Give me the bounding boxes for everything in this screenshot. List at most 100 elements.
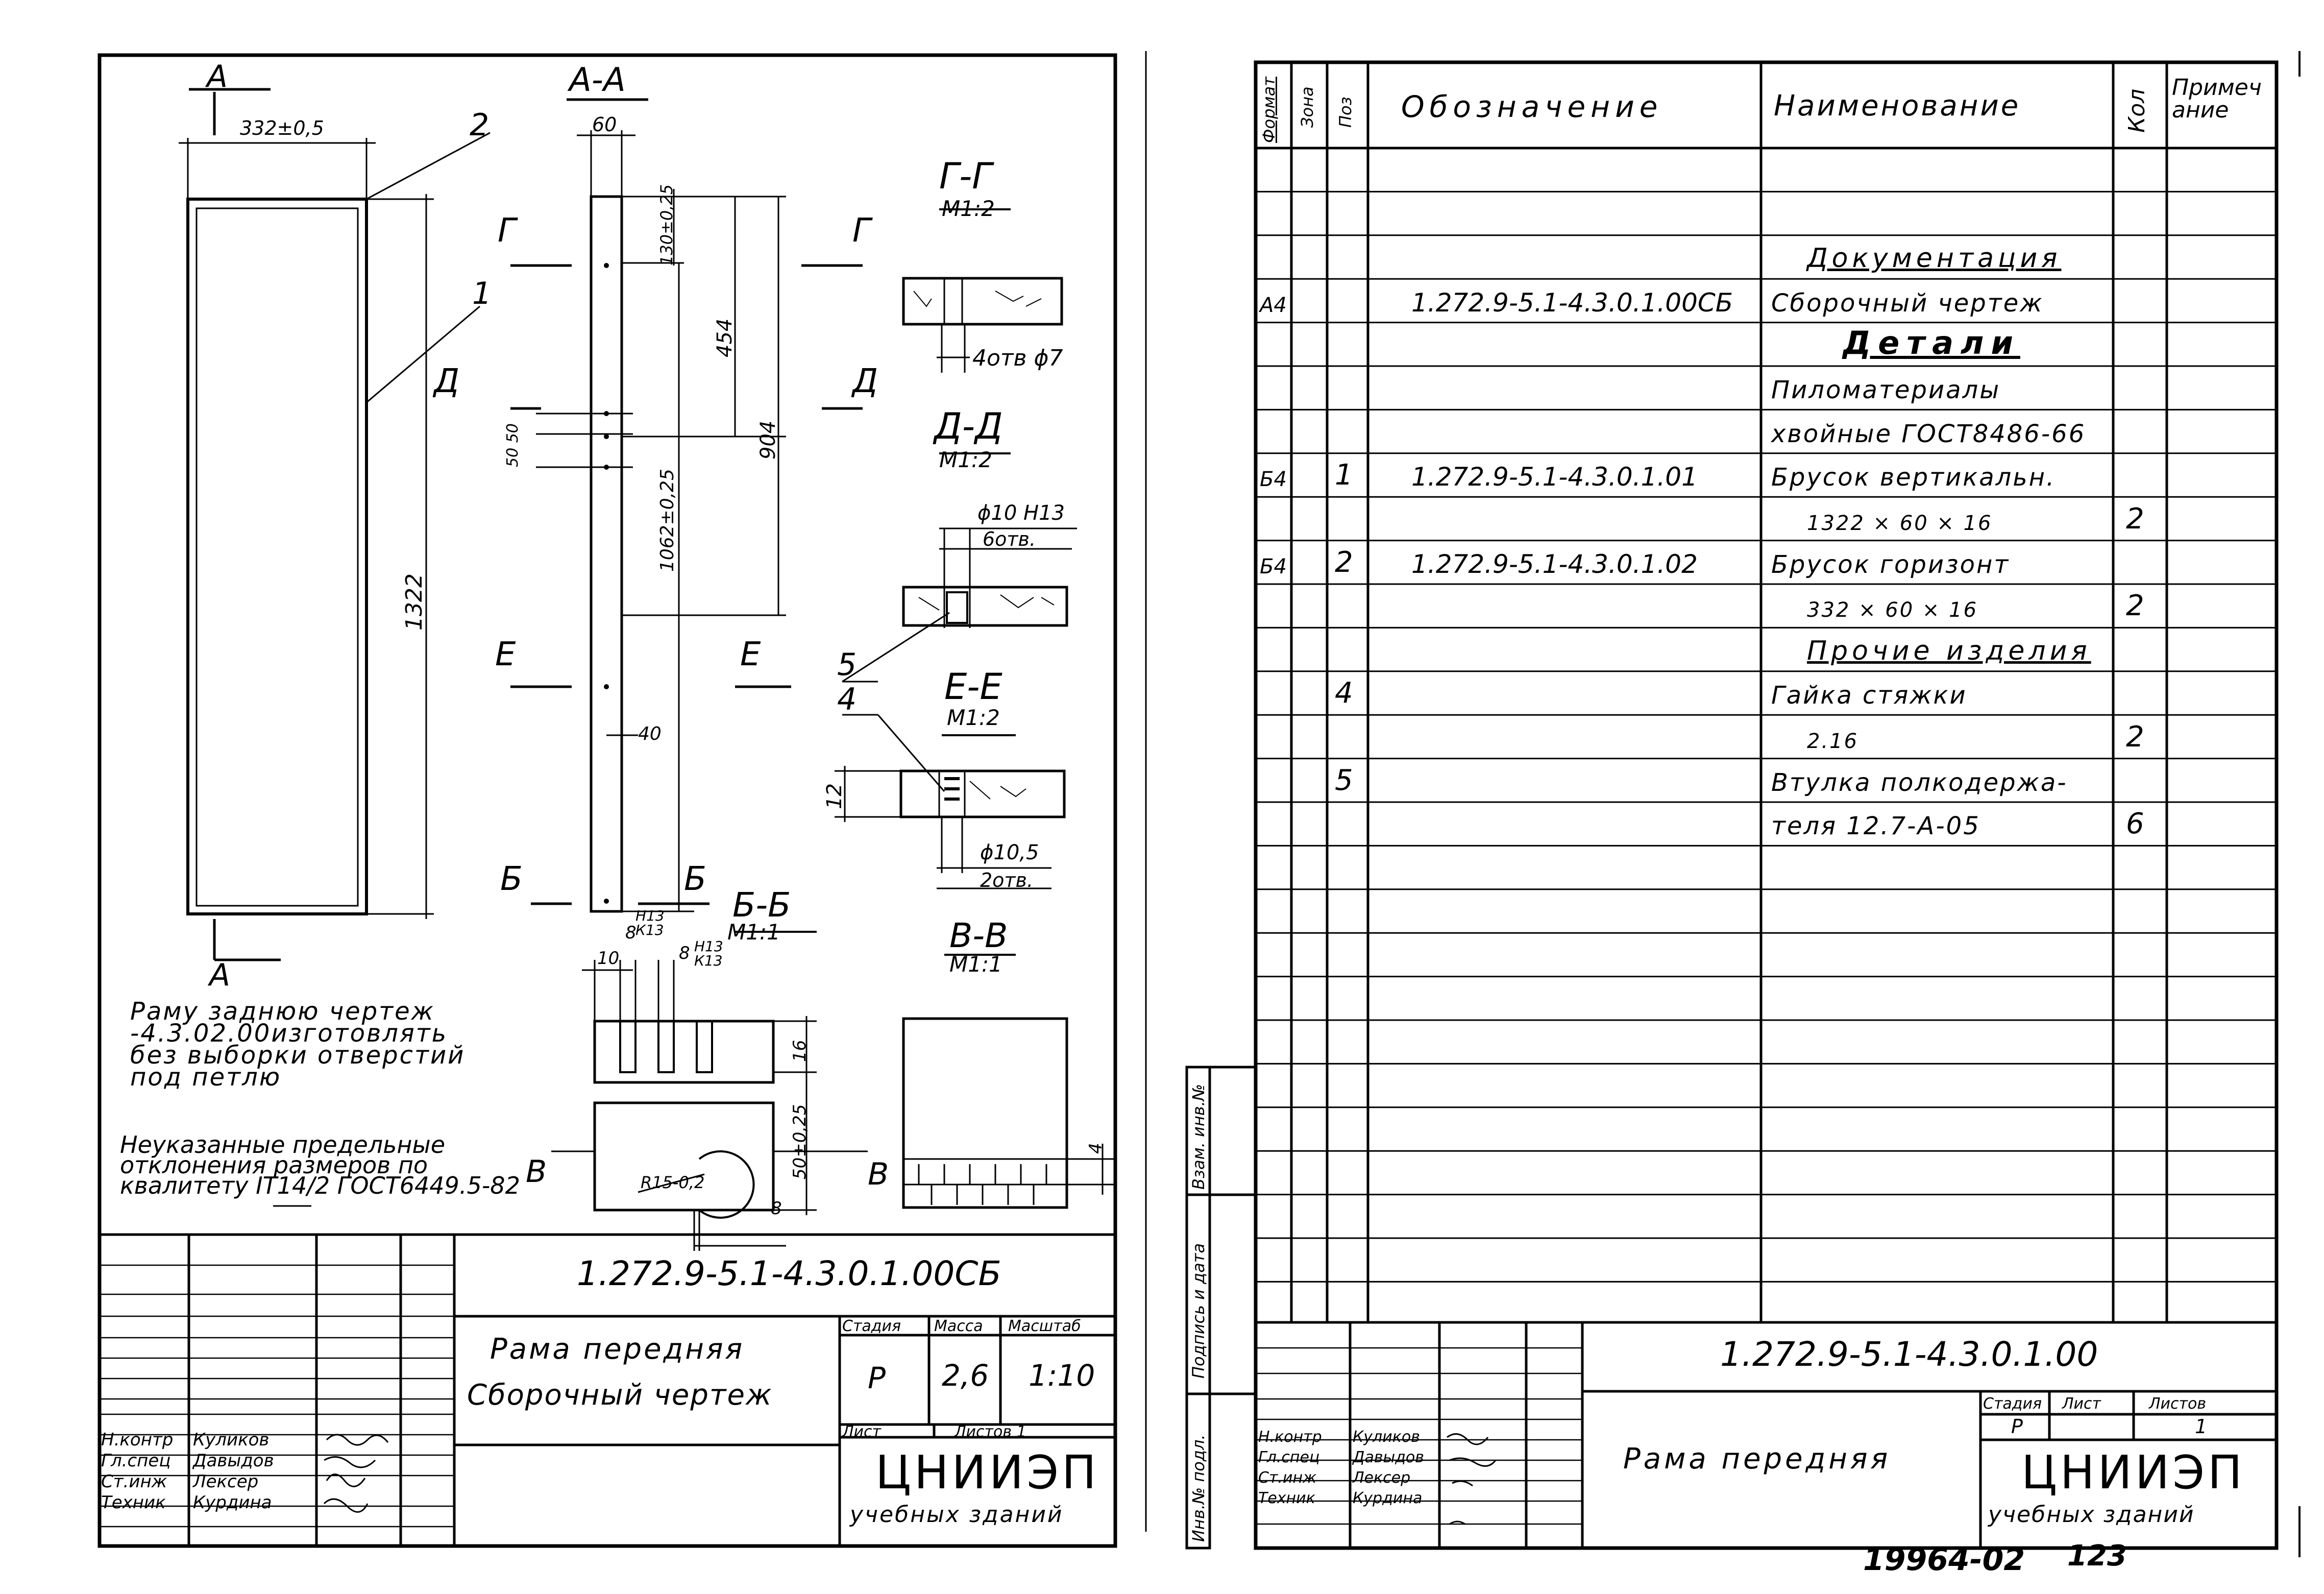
cut-b-right: Б [684,860,706,898]
section-vv-title: В-В [949,916,1008,955]
spec-cell-name: Втулка полкодержа- [1771,768,2068,797]
spec-cell-name: Брусок горизонт [1771,550,2010,579]
header-note: Примечание [2172,75,2262,123]
left-mass: 2,6 [942,1358,989,1393]
left-signatures: Н.контр Гл.спец Ст.инж Техник [101,1430,173,1513]
view-label-a-bottom: А [209,957,231,993]
section-gg-title: Г-Г [939,155,992,197]
signature-role: Техник [1258,1489,1315,1507]
spec-cell-name: Брусок вертикальн. [1771,463,2056,492]
view-label-a-top: А [207,59,228,94]
cut-e-right: Е [740,636,761,673]
header-designation: Обозначение [1401,89,1663,124]
spec-cell-designation: 1.272.9-5.1-4.3.0.1.02 [1411,549,1698,579]
dim-frame-width: 332±0,5 [240,117,324,139]
signature-name: Курдина [193,1492,272,1513]
section-dd [902,586,1068,627]
note-line: без выборки отверстий [130,1041,466,1070]
dim-8a: 8 [625,923,637,943]
left-col-mass: Масса [934,1317,983,1335]
spec-cell-pos: 2 [1335,546,1353,579]
dim-8b: 8 [679,943,690,963]
spec-table-rows [1256,190,2277,1283]
signature-name: Куликов [193,1430,270,1450]
spec-cell-name: Прочие изделия [1807,635,2091,666]
signature-name: Куликов [1353,1428,1420,1446]
left-title-line2: Сборочный чертеж [467,1379,773,1412]
section-vv-scale: М1:1 [949,952,1002,977]
spec-cell-qty: 2 [2126,502,2144,536]
section-bb-scale: М1:1 [727,920,780,945]
radius-r15: R15-0,2 [641,1173,705,1192]
section-dd-scale: М1:2 [939,447,992,472]
signature-role: Гл.спец [1258,1448,1320,1466]
left-title-block-grid [100,1233,1115,1546]
cut-d-left: Д [434,363,459,400]
signature-role: Н.контр [101,1430,174,1450]
section-aa-title: А-А [569,61,626,99]
spec-cell-pos: 5 [1335,764,1353,797]
section-gg [902,277,1063,326]
spec-cell-pos: 1 [1335,458,1353,492]
cut-e-left: Е [495,636,516,673]
spec-cell-format: Б4 [1260,468,1287,492]
signature-role: Ст.инж [1258,1469,1317,1487]
spec-cell-name: хвойные ГОСТ8486-66 [1771,419,2086,448]
section-dd-note-1: ϕ10 Н13 [977,501,1065,525]
left-col-scale: Масштаб [1008,1317,1081,1335]
section-ee [899,769,1066,818]
dim-10: 10 [597,948,620,969]
note-line: Неуказанные предельные [120,1131,446,1158]
left-sheet-frame [97,53,1117,1548]
right-title: Рама передняя [1623,1442,1891,1476]
signature-name: Лексер [193,1471,259,1492]
section-bb-title: Б-Б [732,885,791,925]
spec-cell-name: теля 12.7-А-05 [1771,812,1980,841]
signature-name: Давыдов [1353,1448,1424,1466]
section-ee-scale: М1:2 [947,705,1000,730]
left-stage: Р [868,1361,886,1395]
left-sheet-label: Лист [842,1423,882,1441]
note-line: отклонения размеров по [120,1151,428,1179]
dim-40: 40 [638,723,662,744]
spec-cell-qty: 2 [2126,589,2144,623]
section-bb [593,1020,775,1212]
note-line: Раму заднюю чертеж [130,997,435,1026]
section-aa [590,195,623,913]
note-line: -4.3.02.00изготовлять [130,1019,448,1048]
section-gg-note: 4отв ϕ7 [972,345,1063,371]
section-vv [902,1017,1068,1209]
spec-cell-name: 332 × 60 × 16 [1807,598,1978,622]
left-org-sub: учебных зданий [850,1502,1064,1528]
right-stage: Р [2011,1415,2023,1438]
section-dd-note-2: 6отв. [983,528,1036,550]
section-aa-holes [604,263,609,904]
spec-cell-name: Пиломатериалы [1771,376,2001,405]
spec-cell-name: 1322 × 60 × 16 [1807,511,1993,535]
spec-cell-designation: 1.272.9-5.1-4.3.0.1.00СБ [1411,287,1733,318]
callout-2: 2 [470,107,490,143]
note-line: квалитету IT14/2 ГОСТ6449.5-82 [120,1172,520,1199]
spec-cell-name: Сборочный чертеж [1771,288,2044,318]
spec-cell-format: А4 [1260,293,1287,317]
left-signature-names: Куликов Давыдов Лексер Курдина [193,1430,274,1513]
cut-v-right: В [868,1156,889,1192]
side-stamp-grid [1185,1066,1256,1550]
section-ee-note-1: ϕ10,5 [980,841,1039,864]
callout-5: 5 [837,647,857,683]
right-doc-code: 1.272.9-5.1-4.3.0.1.00 [1720,1335,2098,1374]
tolerance-note: Неуказанные предельные отклонения размер… [120,1131,520,1199]
callout-4: 4 [837,682,857,717]
section-dd-title: Д-Д [934,405,1003,447]
spec-cell-name: Детали [1843,324,2020,361]
section-gg-scale: М1:2 [942,196,995,221]
cut-g-right: Г [852,212,871,250]
footer-number: 19964-02 [1863,1542,2025,1578]
spec-table-grid [1256,62,2277,1324]
cut-g-left: Г [498,212,516,250]
signature-name: Давыдов [193,1451,274,1471]
right-col-sheet: Лист [2062,1395,2101,1413]
right-signature-names: Куликов Давыдов Лексер Курдина [1353,1427,1424,1509]
